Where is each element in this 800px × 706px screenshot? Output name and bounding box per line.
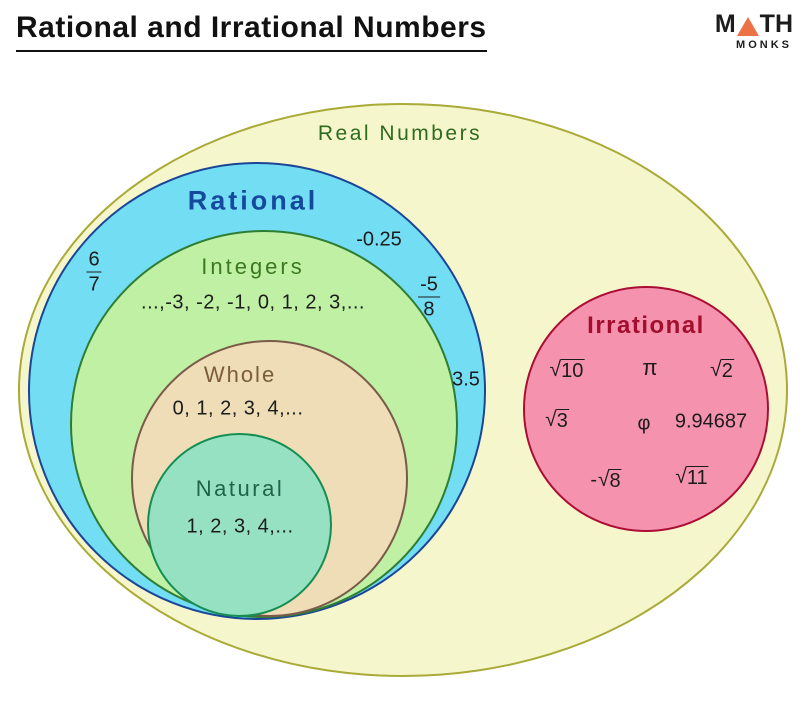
radical-sign: √ [598, 468, 610, 491]
whole-label: Whole [203, 362, 277, 387]
radical-sign: √ [549, 358, 562, 381]
rational-example-pos-decimal: 3.5 [452, 368, 480, 391]
irrational-example-sqrt2: √ 2 [710, 359, 734, 383]
irrational-label: Irrational [587, 312, 705, 339]
radical-sign: √ [675, 465, 687, 488]
irrational-example-sqrt11: √ 11 [675, 465, 709, 490]
logo-letter-m: M [714, 10, 736, 38]
fraction-denominator: 7 [88, 273, 100, 296]
rational-example-neg-decimal: -0.25 [356, 228, 402, 251]
irrational-circle [523, 286, 769, 532]
minus-sign: - [590, 469, 598, 491]
fraction-numerator: -5 [418, 273, 440, 298]
irrational-example-pi: π [642, 355, 658, 380]
radicand: 8 [608, 469, 622, 492]
fraction-denominator: 8 [423, 298, 435, 321]
logo-letters-th: TH [759, 10, 793, 38]
real-numbers-label: Real Numbers [317, 122, 483, 145]
irrational-example-neg-sqrt8: - √ 8 [590, 468, 622, 493]
rational-example-fraction-6-7: 6 7 [86, 248, 102, 296]
irrational-example-phi: φ [637, 412, 651, 435]
fraction-numerator: 6 [86, 248, 102, 273]
whole-values: 0, 1, 2, 3, 4,... [172, 397, 304, 420]
radicand: 3 [555, 409, 569, 432]
rational-label: Rational [187, 185, 319, 216]
radicand: 11 [685, 466, 709, 489]
natural-values: 1, 2, 3, 4,... [186, 515, 294, 538]
natural-circle [147, 433, 332, 617]
irrational-example-decimal: 9.94687 [674, 410, 748, 433]
radicand: 10 [560, 359, 585, 382]
radical-sign: √ [710, 358, 722, 381]
natural-label: Natural [195, 476, 285, 501]
math-monks-logo: M TH MONKS [701, 12, 793, 52]
irrational-example-sqrt10: √ 10 [550, 359, 585, 383]
radical-sign: √ [545, 408, 557, 431]
logo-wordmark: M TH [715, 12, 793, 37]
radicand: 2 [720, 359, 734, 382]
irrational-example-sqrt3: √ 3 [545, 409, 569, 433]
rational-example-fraction-neg5-8: -5 8 [418, 274, 440, 321]
integers-label: Integers [201, 254, 305, 279]
integers-values: ...,-3, -2, -1, 0, 1, 2, 3,... [141, 291, 365, 314]
logo-triangle-icon [736, 17, 759, 36]
page-title: Rational and Irrational Numbers [16, 11, 487, 52]
logo-subtitle: MONKS [736, 39, 792, 51]
